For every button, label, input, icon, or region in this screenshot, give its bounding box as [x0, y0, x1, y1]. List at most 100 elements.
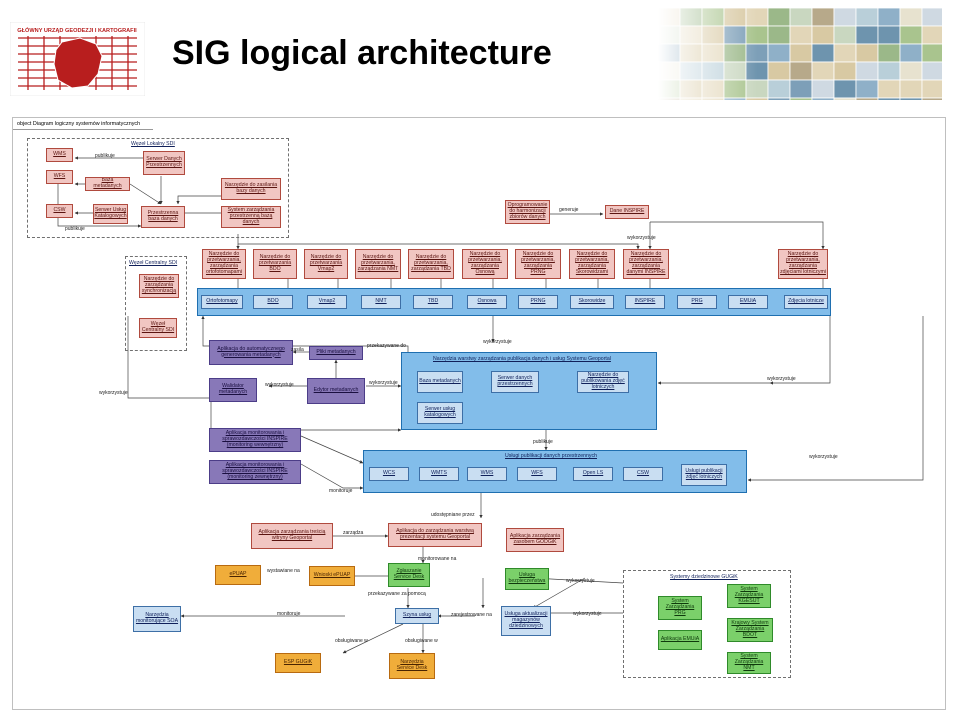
monitoring-zewnetrzny[interactable]: Aplikacja monitorowania i sprawozdawczoś… [209, 460, 301, 484]
dataset-zdjecia[interactable]: Zdjęcia lotnicze [784, 295, 828, 309]
label-wykorzystuje-services: wykorzystuje [809, 454, 838, 460]
label-publikuje-1: publikuje [95, 153, 115, 159]
wnioski-epuap[interactable]: Wnioski ePUAP [309, 566, 355, 586]
page-title: SIG logical architecture [172, 34, 552, 72]
dataset-osnowa[interactable]: Osnowa [467, 295, 507, 309]
tool-nmt[interactable]: Narzędzie do przetwarzania, zarządzania … [355, 249, 401, 279]
narzedzie-synch[interactable]: Narzędzie do zarządzania synchronizacją [139, 274, 179, 298]
label-wykorzystuje-right: wykorzystuje [767, 376, 796, 382]
local-sdi-title: Węzeł Lokalny SDI [131, 141, 175, 147]
label-monitoruje: monitoruje [329, 488, 353, 494]
central-sdi-group [125, 256, 187, 351]
service-csw[interactable]: CSW [623, 467, 663, 481]
narzedzia-soa[interactable]: Narzędzia monitorujące SOA [133, 606, 181, 632]
przestrzenna-baza-local[interactable]: Przestrzenna baza danych [141, 206, 185, 228]
system-zarzadzania-local[interactable]: System zarządzania przestrzenną bazą dan… [221, 206, 281, 228]
serwer-danych-local[interactable]: Serwer Danych Przestrzennych [143, 151, 185, 175]
serwer-uslug-local[interactable]: Serwer Usług Katalogowych [93, 204, 128, 224]
baza-metadanych-local[interactable]: Baza metadanych [85, 177, 130, 191]
narzedzie-zasilania-local[interactable]: Narzędzie do zasilania bazy danych [221, 178, 281, 200]
service-zdjecia[interactable]: Usługi publikacji zdjęć lotniczych [681, 464, 727, 486]
zglaszanie-service-desk[interactable]: Zgłaszanie Service Desk [388, 563, 430, 587]
esp-gugik[interactable]: ESP GUGiK [275, 653, 321, 673]
label-przekazywane-pomoca: przekazywane za pomocą [368, 591, 426, 597]
service-wmts[interactable]: WMTS [419, 467, 459, 481]
label-wykorzystuje-mid: wykorzystuje [483, 339, 512, 345]
system-nmt[interactable]: System Zarządzania NMT [727, 652, 771, 674]
tool-zdjecia-lotnicze[interactable]: Narzędzie do przetwarzania, zarządzania … [778, 249, 828, 279]
dataset-emuia[interactable]: EMUiA [728, 295, 768, 309]
narzedzia-service-desk[interactable]: Narzędzia Service Desk [389, 653, 435, 679]
tool-prng[interactable]: Narzędzie do przetwarzania, zarządzania … [515, 249, 561, 279]
tool-bdo[interactable]: Narzędzie do przetwarzania BDO [253, 249, 297, 279]
slide-header: GŁÓWNY URZĄD GEODEZJI I KARTOGRAFII SIG … [0, 0, 959, 117]
label-zasila: zasila [291, 347, 304, 353]
dataset-ortofotomapy[interactable]: Ortofotomapy [201, 295, 243, 309]
app-tresc-witryny[interactable]: Aplikacja zarządzania treścią witryny Ge… [251, 523, 333, 549]
label-monitorowane: monitorowane na [418, 556, 457, 562]
baza-metadanych-pub[interactable]: Baza metadanych [417, 371, 463, 393]
publication-layer-title: Narzędzia warstwy zarządzania publikacja… [433, 356, 611, 362]
tool-ortofotomapy[interactable]: Narzędzie do przetwarzania, zarządzania … [202, 249, 246, 279]
label-zarzadza: zarządza [343, 530, 364, 536]
domain-systems-group [623, 570, 791, 678]
serwer-uslug-pub[interactable]: Serwer usług katalogowych [417, 402, 463, 424]
walidator-metadanych[interactable]: Walidator metadanych [209, 378, 257, 402]
narzedzie-publikowania[interactable]: Narzędzie do publikowania zdjęć lotniczy… [577, 371, 629, 393]
dataset-tbd[interactable]: TBD [413, 295, 453, 309]
label-zarejestrowane: zarejestrowane na [451, 612, 492, 618]
app-prezentacji[interactable]: Aplikacja do zarządzania warstwą prezent… [388, 523, 482, 547]
edytor-metadanych[interactable]: Edytor metadanych [307, 378, 365, 404]
label-wykorzystuje-left: wykorzystuje [99, 390, 128, 396]
domain-systems-title: Systemy dziedzinowe GUGiK [670, 574, 738, 580]
label-wykorzystuje-bezp: wykorzystuje [566, 578, 595, 584]
dataset-skorowidze[interactable]: Skorowidze [570, 295, 614, 309]
tool-tbd[interactable]: Narzędzie do przetwarzania, zarządzania … [408, 249, 454, 279]
tool-vmap2[interactable]: Narzędzie do przetwarzania Vmap2 [304, 249, 348, 279]
dataset-inspire[interactable]: INSPIRE [625, 295, 665, 309]
service-openls[interactable]: Open LS [573, 467, 613, 481]
app-auto-metadane[interactable]: Aplikacja do automatycznego generowania … [209, 340, 293, 365]
system-kgesut[interactable]: System Zarządzania KGESUT [727, 584, 771, 608]
dane-inspire[interactable]: Dane INSPIRE [605, 205, 649, 219]
wfs-local[interactable]: WFS [46, 170, 73, 184]
szyna-uslug[interactable]: Szyna usług [395, 608, 439, 624]
map-mosaic-graphic [657, 7, 945, 117]
wezel-centralny[interactable]: Węzeł Centralny SDI [139, 318, 177, 338]
usluga-bezpieczenstwa[interactable]: Usługa bezpieczeństwa [505, 568, 549, 590]
oprogramowanie-harmonizacji[interactable]: Oprogramowanie do harmonizacji zbiorów d… [505, 200, 550, 224]
dataset-bdo[interactable]: BDO [253, 295, 293, 309]
label-generuje: generuje [559, 207, 579, 213]
wms-local[interactable]: WMS [46, 148, 73, 162]
app-zasob-godgik[interactable]: Aplikacja zarządzania zasobem GODGiK [506, 528, 564, 552]
service-wcs[interactable]: WCS [369, 467, 409, 481]
system-prg[interactable]: System Zarządzania PRG [658, 596, 702, 620]
usluga-aktualizacji[interactable]: Usługa aktualizacji magazynów dziedzinow… [501, 606, 551, 636]
pliki-metadanych[interactable]: Pliki metadanych [309, 346, 363, 360]
label-obslugiwane-1: obsługiwane w [335, 638, 368, 644]
central-sdi-title: Węzeł Centralny SDI [129, 260, 178, 266]
system-bdot[interactable]: Krajowy System Zarządzania BDOT [727, 618, 773, 642]
csw-local[interactable]: CSW [46, 204, 73, 218]
serwer-danych-pub[interactable]: Serwer danych przestrzennych [491, 371, 539, 393]
label-przekazywane-do: przekazywane do [367, 343, 406, 349]
dataset-prg[interactable]: PRG [677, 295, 717, 309]
label-obslugiwane-2: obsługiwane w [405, 638, 438, 644]
svg-text:GŁÓWNY URZĄD GEODEZJI I KARTOG: GŁÓWNY URZĄD GEODEZJI I KARTOGRAFII [17, 26, 137, 34]
service-wms[interactable]: WMS [467, 467, 507, 481]
label-udostepniane: udostępniane przez [431, 512, 475, 518]
label-publikuje-mid: publikuje [533, 439, 553, 445]
tool-skorowidze[interactable]: Narzędzie do przetwarzania, zarządzania … [569, 249, 615, 279]
caption-underline [13, 129, 153, 130]
service-wfs[interactable]: WFS [517, 467, 557, 481]
monitoring-wewnetrzny[interactable]: Aplikacja monitorowania i sprawozdawczoś… [209, 428, 301, 452]
local-sdi-group [27, 138, 289, 238]
epuap[interactable]: ePUAP [215, 565, 261, 585]
tool-osnowa[interactable]: Narzędzie do przetwarzania, zarządzania … [462, 249, 508, 279]
dataset-prng[interactable]: PRNG [518, 295, 558, 309]
dataset-nmt[interactable]: NMT [361, 295, 401, 309]
gugik-logo-graphic: GŁÓWNY URZĄD GEODEZJI I KARTOGRAFII [9, 21, 146, 97]
dataset-vmap2[interactable]: Vmap2 [307, 295, 347, 309]
tool-inspire[interactable]: Narzędzie do przetwarzania, zarządzania … [623, 249, 669, 279]
aplikacja-emuia[interactable]: Aplikacja EMUiA [658, 630, 702, 650]
